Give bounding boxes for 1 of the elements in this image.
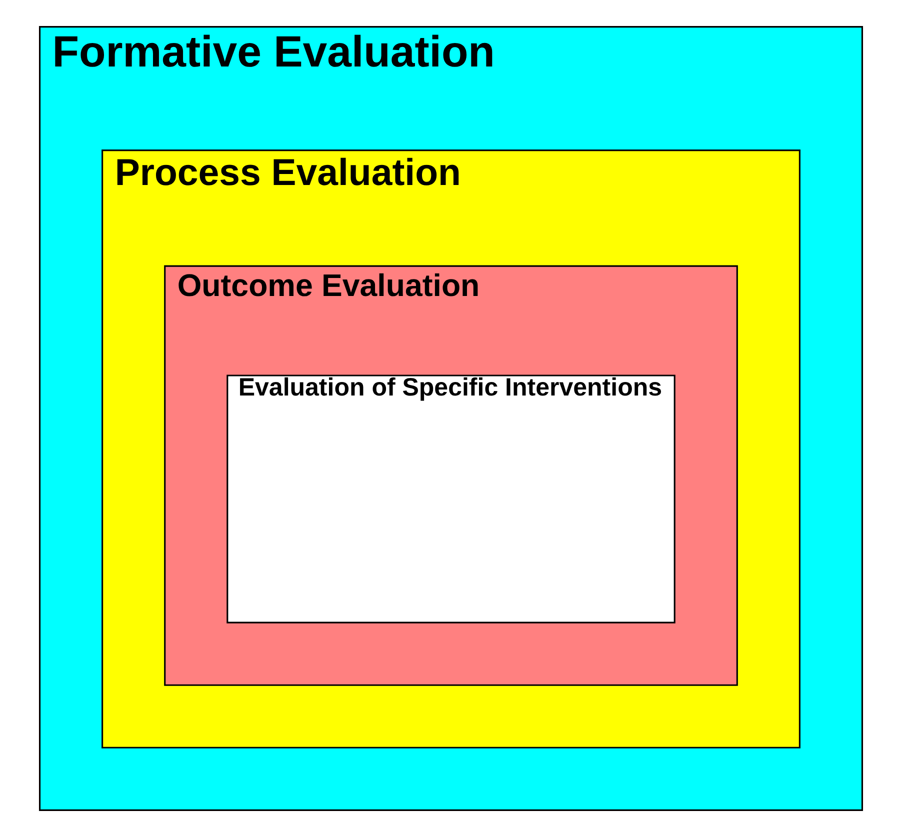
node-box: Evaluation of Specific Interventions: [226, 374, 675, 624]
